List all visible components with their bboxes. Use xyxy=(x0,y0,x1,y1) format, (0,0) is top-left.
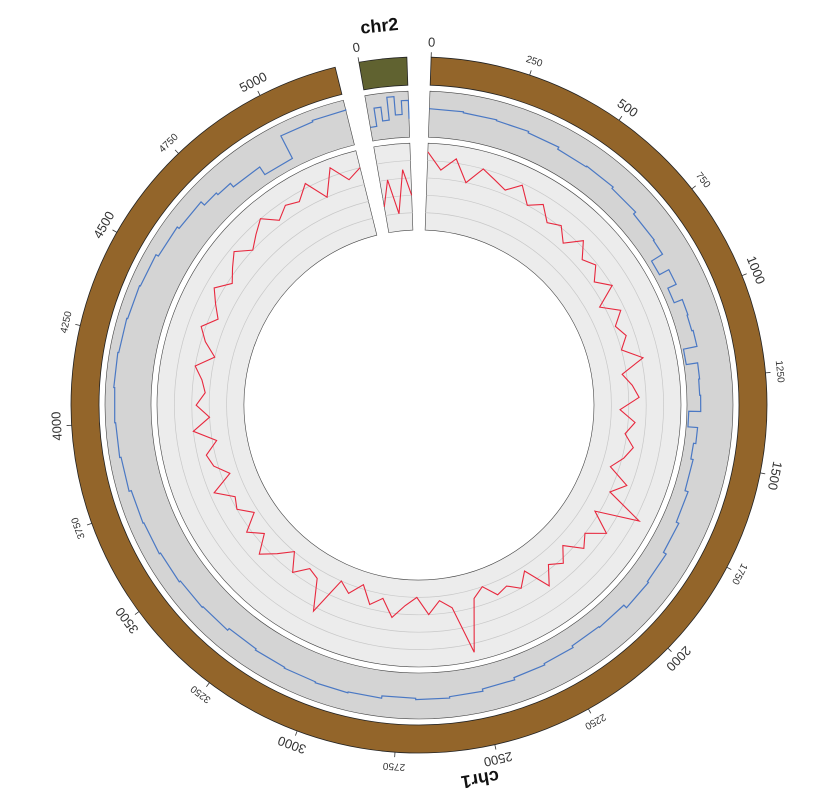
tick-mark xyxy=(295,730,298,736)
chromosome-label-chr2: chr2 xyxy=(359,14,399,38)
ideogram-chr1 xyxy=(70,56,768,754)
tick-label: 1250 xyxy=(773,360,786,384)
tick-label: 500 xyxy=(614,96,640,121)
tick-mark xyxy=(134,611,140,615)
series-line-track-2-chr1 xyxy=(192,151,645,653)
track-2-gridline xyxy=(376,160,411,165)
tick-label: 5000 xyxy=(237,69,270,96)
tick-label: 3750 xyxy=(70,515,88,540)
tick-label: 1000 xyxy=(744,254,769,286)
ideogram-chr2 xyxy=(358,56,409,91)
track-2-gridline xyxy=(174,160,664,650)
tick-label: 3250 xyxy=(188,682,213,704)
tick-label: 2250 xyxy=(582,711,607,732)
tick-mark xyxy=(75,323,81,326)
tick-mark xyxy=(112,229,118,233)
tick-mark xyxy=(760,472,766,475)
tick-mark xyxy=(494,744,497,750)
tick-mark xyxy=(667,647,672,652)
tick-label: 1500 xyxy=(765,460,785,491)
tick-mark xyxy=(357,57,360,63)
tick-label: 2500 xyxy=(482,749,513,770)
tick-label: 4250 xyxy=(59,310,75,335)
tick-mark xyxy=(529,70,532,76)
track-2-gridline xyxy=(208,194,630,616)
tick-mark xyxy=(588,708,592,714)
tick-label: 0 xyxy=(428,35,436,50)
track-2-bg-chr1 xyxy=(156,142,682,668)
track-1-bg-chr1 xyxy=(104,90,734,720)
tick-label: 1750 xyxy=(729,561,749,586)
track-2-gridline xyxy=(226,212,612,598)
series-line-track-2-chr2 xyxy=(383,169,413,214)
series-line-track-1-chr1 xyxy=(113,108,702,701)
track-2-gridline xyxy=(379,177,412,182)
track-1-bg-chr2 xyxy=(364,90,410,142)
tick-label: 750 xyxy=(693,170,712,190)
tick-mark xyxy=(741,273,747,276)
tick-label: 2750 xyxy=(382,760,405,773)
tick-mark xyxy=(726,566,732,570)
tick-mark xyxy=(618,115,623,121)
tick-label: 0 xyxy=(351,39,361,55)
track-2-bg-chr2 xyxy=(373,142,414,233)
series-line-track-1-chr2 xyxy=(370,95,410,129)
tick-label: 4000 xyxy=(48,411,65,441)
tick-mark xyxy=(86,522,92,526)
tick-label: 4750 xyxy=(157,131,181,155)
tick-label: 4500 xyxy=(90,209,117,242)
chromosome-label-chr1: chr1 xyxy=(460,766,501,792)
tick-mark xyxy=(174,149,179,154)
tick-label: 250 xyxy=(524,54,544,70)
tick-label: 3000 xyxy=(276,733,308,757)
tick-mark xyxy=(257,90,261,96)
tick-mark xyxy=(691,185,696,190)
tick-mark xyxy=(206,682,210,688)
